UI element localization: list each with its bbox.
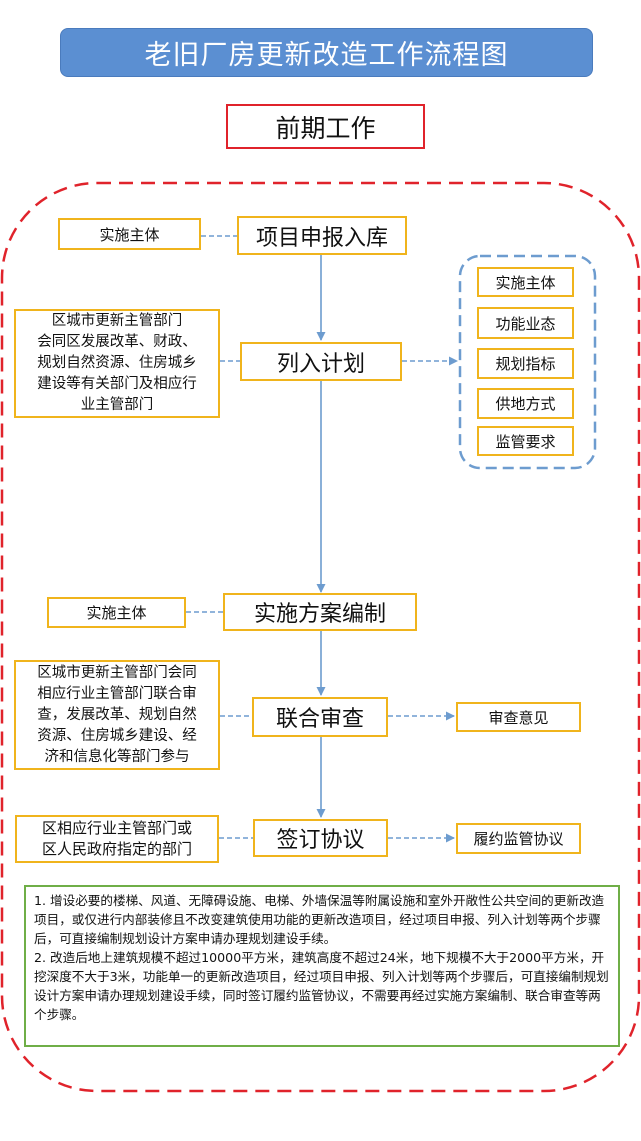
left-box-review-line: 查，发展改革、规划自然 — [37, 706, 197, 723]
left-box-review-line: 相应行业主管部门联合审 — [37, 685, 197, 702]
notes-box: 1. 增设必要的楼梯、风道、无障碍设施、电梯、外墙保温等附属设施和室外开敞性公共… — [24, 885, 620, 1047]
left-box-review: 区城市更新主管部门会同 相应行业主管部门联合审 查，发展改革、规划自然 资源、住… — [14, 660, 220, 770]
plan-item: 供地方式 — [477, 388, 574, 419]
right-box-review: 审查意见 — [456, 702, 581, 732]
plan-item: 监管要求 — [477, 426, 574, 456]
left-box-plan-line: 区城市更新主管部门 — [51, 313, 183, 329]
step-review: 联合审查 — [252, 697, 388, 737]
left-box-plan-line: 规划自然资源、住房城乡 — [37, 355, 197, 371]
left-box-plan-line: 建设等有关部门及相应行 — [37, 376, 197, 392]
step-report: 项目申报入库 — [237, 216, 407, 255]
left-box-scheme: 实施主体 — [47, 597, 186, 628]
step-scheme: 实施方案编制 — [223, 593, 417, 631]
left-box-plan: 区城市更新主管部门 会同区发展改革、财政、 规划自然资源、住房城乡 建设等有关部… — [14, 309, 220, 418]
step-plan: 列入计划 — [240, 342, 402, 381]
left-box-plan-line: 业主管部门 — [80, 397, 154, 413]
plan-items-frame — [458, 254, 597, 470]
step-agreement: 签订协议 — [253, 819, 388, 857]
plan-item: 规划指标 — [477, 348, 574, 379]
plan-item: 功能业态 — [477, 307, 574, 339]
right-box-agreement: 履约监管协议 — [456, 823, 581, 854]
left-box-agreement-line: 区人民政府指定的部门 — [41, 840, 192, 858]
left-box-review-line: 资源、住房城乡建设、经 — [37, 727, 197, 744]
outer-dashed-frame — [0, 181, 641, 1093]
left-box-report: 实施主体 — [58, 218, 201, 250]
page-title: 老旧厂房更新改造工作流程图 — [60, 28, 593, 77]
note-item: 2. 改造后地上建筑规模不超过10000平方米，建筑高度不超过24米，地下规模不… — [34, 950, 609, 1022]
note-item: 1. 增设必要的楼梯、风道、无障碍设施、电梯、外墙保温等附属设施和室外开敞性公共… — [34, 893, 605, 946]
left-box-review-line: 济和信息化等部门参与 — [44, 748, 190, 765]
left-box-plan-line: 会同区发展改革、财政、 — [37, 334, 197, 350]
section-header: 前期工作 — [226, 104, 425, 149]
left-box-agreement: 区相应行业主管部门或 区人民政府指定的部门 — [15, 815, 219, 863]
left-box-agreement-line: 区相应行业主管部门或 — [41, 819, 192, 837]
plan-item: 实施主体 — [477, 267, 574, 297]
left-box-review-line: 区城市更新主管部门会同 — [37, 664, 197, 681]
